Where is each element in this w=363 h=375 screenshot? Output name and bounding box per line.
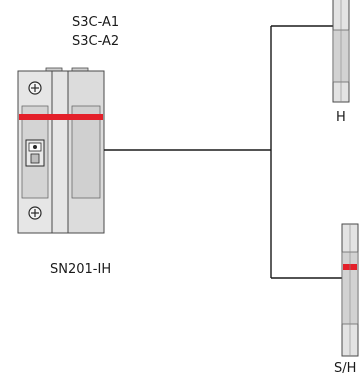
label-s3c-a1: S3C-A1 [72,15,119,30]
wiring-lines [104,25,342,279]
label-sh: S/H [334,361,356,375]
aux-face-plate [71,105,101,199]
breaker-red-stripe [19,114,103,120]
lower-device-sh [341,223,359,357]
upper-device-h [332,0,350,103]
label-s3c-a2: S3C-A2 [72,34,119,49]
label-h: H [336,110,346,125]
lever-icon [25,139,45,167]
label-sn201-ih: SN201-IH [50,262,111,277]
breaker-assembly [17,67,105,234]
